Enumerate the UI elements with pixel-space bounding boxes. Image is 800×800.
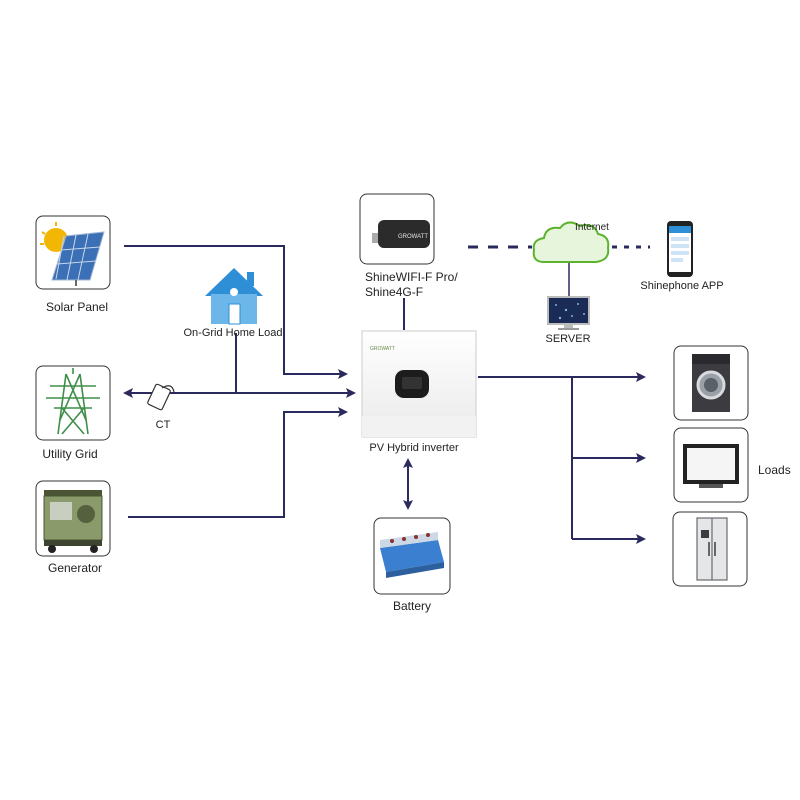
ct-label: CT <box>155 419 171 431</box>
svg-text:GROWATT: GROWATT <box>370 346 395 352</box>
server-label: SERVER <box>545 333 591 345</box>
house-icon <box>205 268 263 325</box>
shinephone-app-label: Shinephone APP <box>640 280 724 292</box>
server-monitor-icon <box>547 296 590 330</box>
solar-panel-icon <box>35 215 111 290</box>
svg-text:GROWATT: GROWATT <box>398 234 428 240</box>
shinewifi-label-line1: ShineWIFI-F Pro/ <box>365 270 458 284</box>
battery-label: Battery <box>392 599 432 613</box>
inverter-icon: GROWATT <box>361 330 477 438</box>
refrigerator-icon <box>672 511 748 587</box>
smartphone-icon <box>667 221 693 277</box>
wifi-dongle-icon: GROWATT <box>359 193 435 265</box>
loads-label: Loads <box>758 463 791 477</box>
battery-icon <box>373 517 451 595</box>
on-grid-home-load-label: On-Grid Home Load <box>183 327 283 339</box>
solar-panel-label: Solar Panel <box>45 300 109 314</box>
cloud-icon <box>532 221 610 263</box>
shinewifi-label-line2: Shine4G-F <box>365 285 424 299</box>
generator-icon <box>35 480 111 557</box>
utility-grid-label: Utility Grid <box>42 447 98 461</box>
ct-clamp-icon <box>147 383 175 411</box>
washing-machine-icon <box>673 345 749 421</box>
tv-icon <box>673 427 749 503</box>
internet-label: Internet <box>575 222 609 233</box>
transmission-tower-icon <box>35 365 111 441</box>
solar-to-inverter-line <box>124 245 348 379</box>
generator-label: Generator <box>47 561 103 575</box>
generator-to-inverter-line <box>128 407 348 518</box>
connectors <box>123 245 650 544</box>
pv-hybrid-inverter-label: PV Hybrid inverter <box>369 442 459 454</box>
